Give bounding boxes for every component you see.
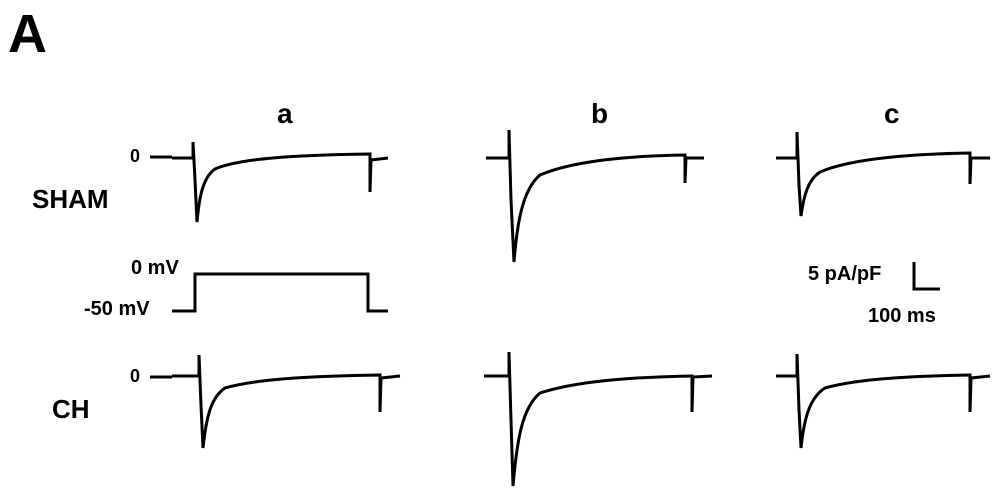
scale-bar [912, 262, 940, 291]
scale-bar-y-label: 5 pA/pF [808, 263, 882, 285]
trace-ch-c [776, 353, 991, 449]
trace-ch-b [484, 351, 713, 487]
protocol-rest-label: -50 mV [84, 298, 150, 320]
trace-ch-a [172, 354, 401, 449]
scale-bar-x-label: 100 ms [868, 305, 936, 327]
column-label-b: b [591, 98, 609, 129]
zero-current-label-sham: 0 [130, 146, 141, 166]
panel-label: A [8, 4, 47, 64]
row-label-ch: CH [52, 394, 90, 424]
column-label-c: c [884, 98, 900, 129]
zero-current-label-ch: 0 [130, 366, 141, 386]
row-label-sham: SHAM [32, 184, 109, 214]
trace-sham-b [486, 129, 704, 263]
protocol-holding-label: 0 mV [131, 257, 179, 279]
voltage-protocol-trace [172, 272, 388, 313]
trace-sham-c [776, 131, 990, 217]
trace-sham-a [172, 141, 389, 223]
column-label-a: a [277, 98, 293, 129]
